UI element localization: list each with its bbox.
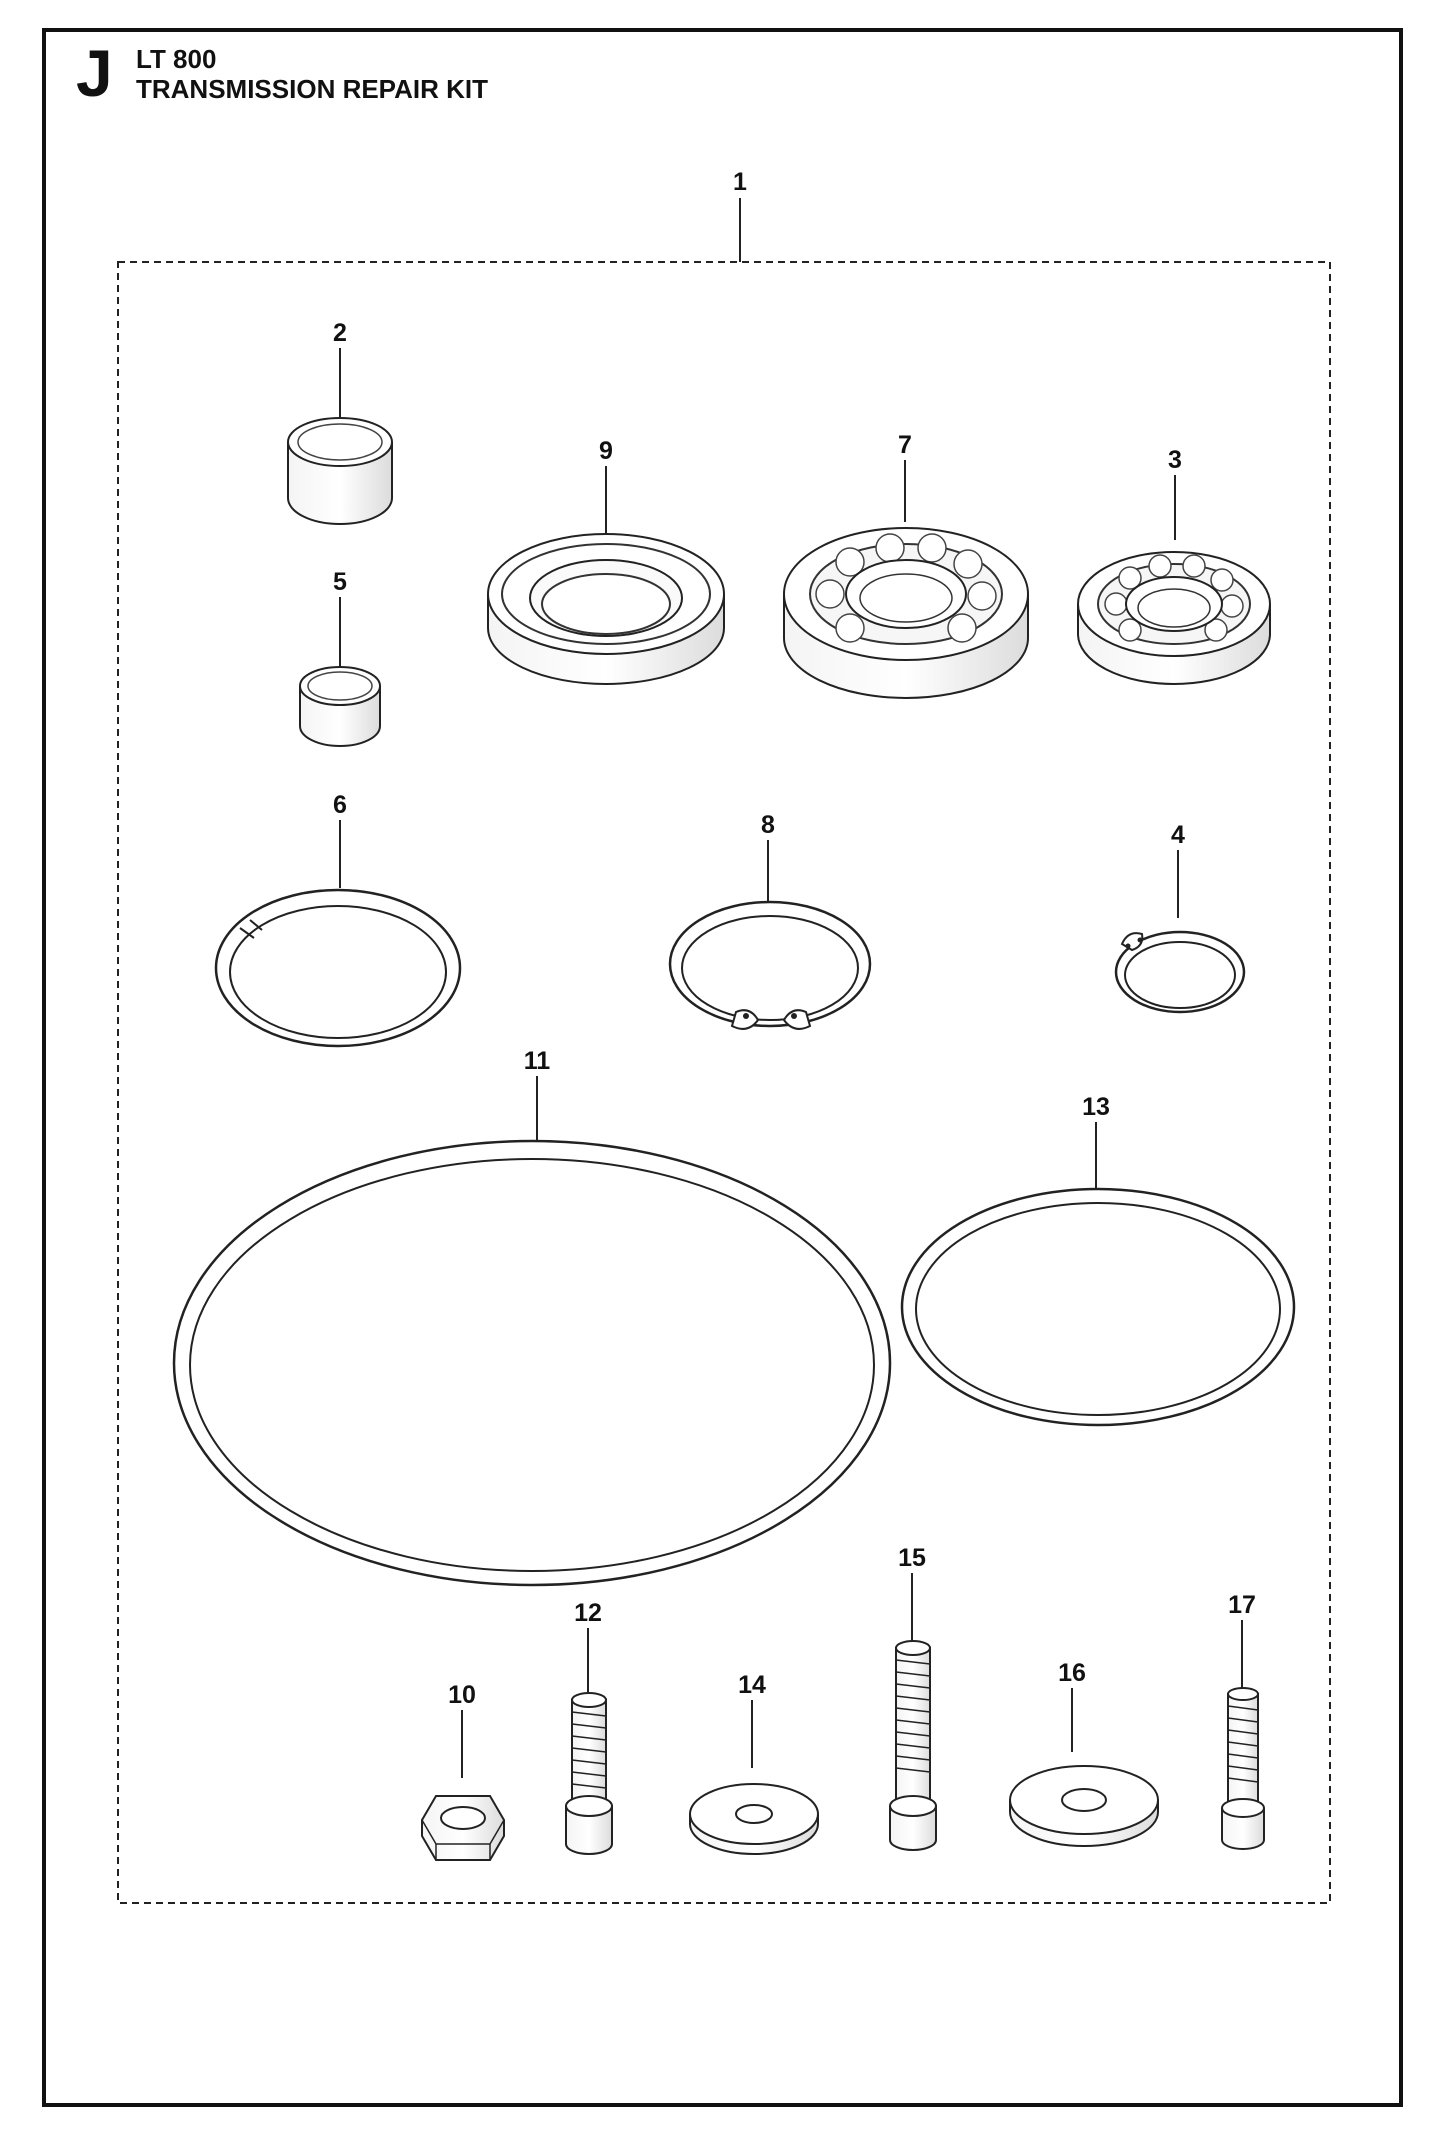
callout-numbers: 1 2 9 7 3 5 6 8 4 11 13 15 12 17 10 14 1… [333, 168, 1256, 1709]
callout-12: 12 [574, 1599, 602, 1627]
bushing-small [299, 666, 381, 747]
callout-16: 16 [1058, 1659, 1086, 1687]
callout-9: 9 [599, 437, 613, 465]
section-letter: J [76, 36, 113, 110]
retaining-ring-internal [668, 900, 872, 1030]
callout-6: 6 [333, 791, 347, 819]
leader-lines [339, 348, 1243, 1778]
snap-ring-split [214, 888, 462, 1048]
ball-bearing-small [1077, 551, 1271, 685]
kit-boundary [117, 198, 1331, 1904]
page-frame [42, 28, 1403, 2107]
cap-screw-medium [1221, 1687, 1265, 1850]
flat-washer-large [1009, 1765, 1159, 1847]
model-name: LT 800 [136, 44, 217, 74]
callout-8: 8 [761, 811, 775, 839]
ball-bearing-large [783, 527, 1029, 699]
callout-7: 7 [898, 431, 912, 459]
callout-3: 3 [1168, 446, 1182, 474]
cap-screw-short [565, 1692, 613, 1855]
callout-2: 2 [333, 319, 347, 347]
callout-15: 15 [898, 1544, 926, 1572]
o-ring-medium [900, 1187, 1296, 1427]
o-ring-large [172, 1139, 892, 1587]
bushing-large [287, 417, 393, 525]
flat-washer-small [689, 1783, 819, 1855]
page-title: TRANSMISSION REPAIR KIT [136, 74, 488, 104]
callout-14: 14 [738, 1671, 766, 1699]
oil-seal [487, 533, 725, 685]
callout-11: 11 [524, 1047, 551, 1075]
callout-4: 4 [1171, 821, 1185, 849]
callout-1: 1 [733, 168, 747, 196]
retaining-ring-small [1114, 930, 1246, 1014]
callout-13: 13 [1082, 1093, 1110, 1121]
hex-nut [421, 1795, 505, 1861]
cap-screw-long [889, 1640, 937, 1851]
callout-10: 10 [448, 1681, 476, 1709]
callout-17: 17 [1228, 1591, 1256, 1619]
callout-5: 5 [333, 568, 347, 596]
